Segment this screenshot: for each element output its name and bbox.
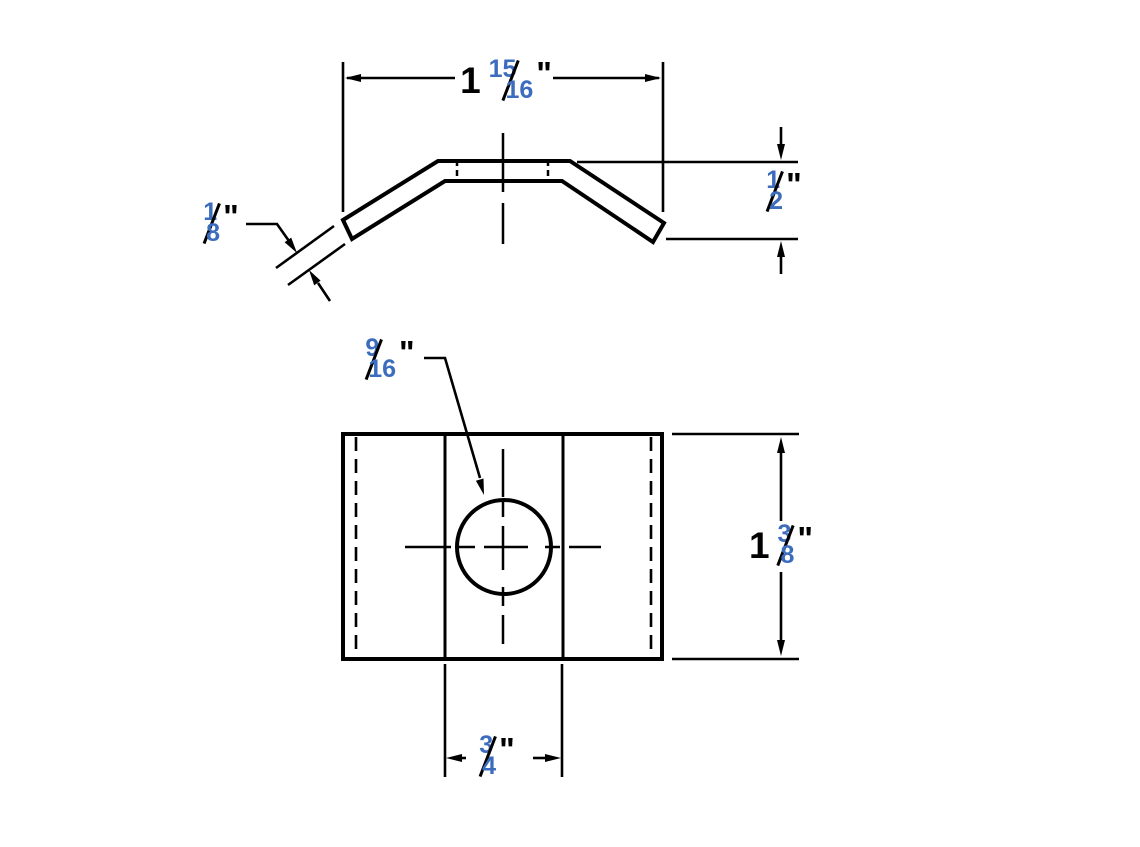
dim-plate-depth	[672, 432, 799, 661]
unit-mark: "	[223, 198, 239, 235]
fraction: 15 16	[489, 57, 534, 104]
fraction-denominator: 4	[482, 752, 497, 780]
bent-plate-outline	[340, 159, 667, 245]
fraction: 9 16	[364, 336, 397, 383]
arrowhead-right	[645, 74, 661, 82]
fraction-denominator: 8	[780, 541, 795, 569]
unit-mark: "	[536, 55, 552, 92]
arrowhead	[475, 478, 484, 495]
thickness-extension-line-outer	[275, 224, 335, 270]
unit-mark: "	[399, 334, 415, 371]
arrowhead-up	[777, 437, 785, 453]
arrowhead-left	[345, 74, 361, 82]
fraction-denominator: 2	[769, 187, 784, 215]
fraction-denominator: 16	[368, 355, 397, 383]
dimension-whole-number: 1	[460, 60, 481, 101]
dim-label-hole-diameter: 9 16 "	[364, 334, 415, 383]
arrowhead-upper	[284, 237, 297, 253]
fraction: 3 4	[478, 733, 497, 780]
dim-label-flat-top-width: 3 4 "	[478, 731, 515, 780]
fraction: 1 2	[765, 168, 784, 215]
callout-thickness	[246, 222, 346, 302]
dimension-whole-number: 1	[748, 525, 770, 566]
arrowhead-lower	[309, 270, 321, 286]
plan-view	[341, 432, 664, 661]
fraction-denominator: 16	[505, 76, 534, 104]
thickness-extension-line-inner	[287, 242, 346, 287]
dim-label-overall-width: 1 15 16 "	[460, 55, 552, 104]
dim-bend-height	[577, 127, 798, 274]
unit-mark: "	[786, 166, 802, 203]
dim-flat-width	[443, 664, 564, 777]
side-view	[340, 133, 667, 245]
fraction: 1 8	[202, 200, 221, 247]
plate-plan-outline	[341, 432, 664, 661]
unit-mark: "	[797, 520, 814, 557]
fraction-denominator: 8	[206, 219, 221, 247]
dim-label-plate-depth: 1 3 8 "	[748, 520, 814, 569]
arrowhead-down	[777, 640, 785, 656]
arrowhead-right	[545, 754, 561, 762]
arrowhead-down	[777, 144, 785, 160]
leader-line-lower	[316, 282, 332, 302]
dim-label-material-thickness: 1 8 "	[202, 198, 239, 247]
leader-line	[424, 356, 482, 479]
unit-mark: "	[499, 731, 515, 768]
dim-label-bend-height: 1 2 "	[765, 166, 802, 215]
fraction: 3 8	[776, 522, 796, 569]
callout-hole-diameter	[424, 356, 484, 495]
arrowhead-up	[777, 241, 785, 257]
arrowhead-left	[446, 754, 462, 762]
dim-overall-width	[341, 62, 665, 212]
leader-line	[246, 222, 291, 242]
